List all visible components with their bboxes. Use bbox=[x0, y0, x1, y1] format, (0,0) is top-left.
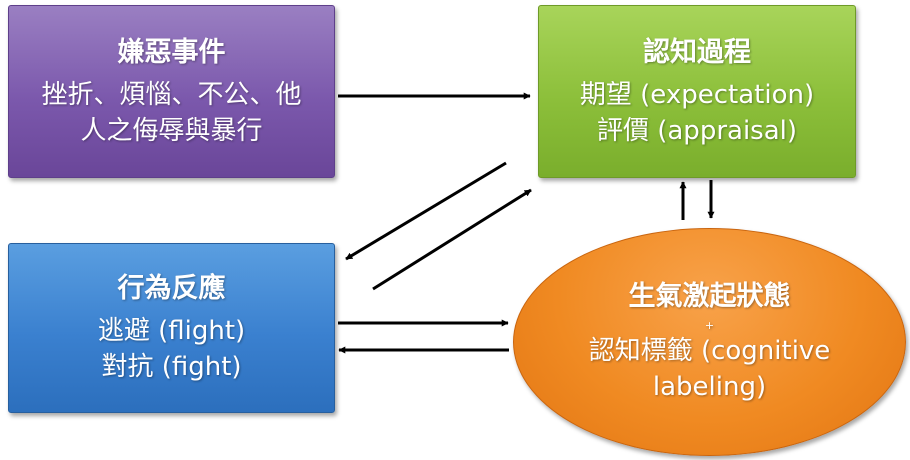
behavioral-response-line2: 對抗 (fight) bbox=[101, 352, 242, 382]
arousal-state-line1: 認知標籤 (cognitive bbox=[588, 336, 831, 366]
arousal-state-title: 生氣激起狀態 bbox=[628, 281, 791, 312]
arrow-cognitive-to-behavior bbox=[345, 161, 507, 261]
arrow-behavior-to-cognitive bbox=[372, 188, 532, 291]
cognitive-process-title: 認知過程 bbox=[643, 36, 751, 68]
behavioral-response-line1: 逃避 (flight) bbox=[97, 316, 246, 346]
annoying-event-line2: 人之侮辱與暴行 bbox=[80, 115, 263, 146]
cognitive-process-box: 認知過程 期望 (expectation) 評價 (appraisal) bbox=[538, 5, 856, 178]
behavioral-response-box: 行為反應 逃避 (flight) 對抗 (fight) bbox=[8, 243, 335, 413]
cognitive-process-line1: 期望 (expectation) bbox=[579, 79, 815, 110]
arousal-state-line2: labeling) bbox=[652, 372, 767, 402]
cognitive-process-line2: 評價 (appraisal) bbox=[596, 115, 798, 146]
behavioral-response-title: 行為反應 bbox=[117, 273, 226, 304]
annoying-event-title: 嫌惡事件 bbox=[117, 36, 226, 68]
arousal-state-plus: + bbox=[704, 319, 715, 332]
annoying-event-line1: 挫折、煩惱、不公、他 bbox=[41, 79, 302, 110]
arousal-state-ellipse: 生氣激起狀態 + 認知標籤 (cognitive labeling) bbox=[513, 228, 906, 456]
annoying-event-box: 嫌惡事件 挫折、煩惱、不公、他 人之侮辱與暴行 bbox=[8, 5, 335, 178]
